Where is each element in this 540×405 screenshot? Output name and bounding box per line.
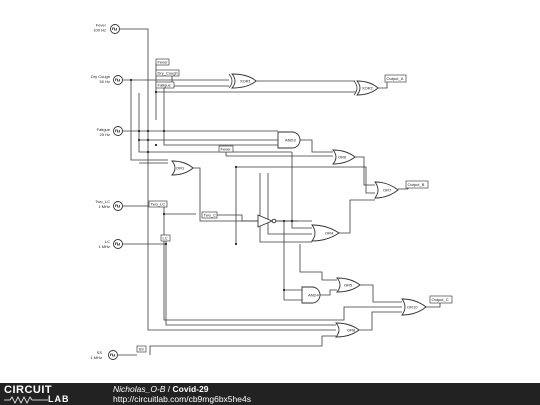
circuit-url-link[interactable]: http://circuitlab.com/cb9mg6bx5he4s	[113, 394, 251, 404]
input-dry-cough-name: Dry Cough	[91, 74, 110, 79]
svg-text:OR5: OR5	[344, 283, 353, 288]
svg-text:XOR1: XOR1	[240, 79, 252, 84]
net-tag-fever-a: Fever	[155, 58, 170, 66]
input-lc[interactable]: LC 1 MHz	[98, 239, 123, 249]
logo-bottom-text: LAB	[48, 394, 70, 404]
net-tag-lc: LC	[160, 234, 171, 242]
output-c[interactable]: Output_C	[429, 295, 453, 304]
input-fatigue-freq: 25 Hz	[100, 132, 110, 137]
input-fever[interactable]: Fever 100 Hz	[93, 23, 120, 34]
gate-xor2[interactable]: XOR2	[353, 80, 379, 96]
wire-junctions	[129, 78, 294, 292]
gate-or8[interactable]: OR8	[335, 322, 360, 338]
gate-or7[interactable]: OR7	[374, 181, 399, 199]
svg-text:LC: LC	[163, 236, 168, 241]
input-dry-cough[interactable]: Dry Cough 50 Hz	[91, 74, 123, 85]
svg-text:Fatigue: Fatigue	[158, 83, 172, 88]
gate-or6[interactable]: OR6	[332, 149, 356, 165]
footer-bar: CIRCUIT LAB Nicholas_O-B / Covid-29 http…	[0, 383, 540, 405]
circuit-title: Covid-29	[172, 384, 209, 394]
title-separator: /	[165, 384, 173, 394]
output-b[interactable]: Output_B	[405, 180, 429, 189]
input-two-lc-freq: 1 MHz	[98, 204, 110, 209]
gate-xor1[interactable]: XOR1	[228, 73, 257, 89]
input-fever-freq: 100 Hz	[93, 28, 106, 33]
input-ss-freq: 1 MHz	[90, 355, 102, 360]
input-lc-name: LC	[105, 239, 110, 244]
wires	[118, 28, 441, 356]
svg-text:Dry_Cough: Dry_Cough	[158, 71, 178, 76]
svg-text:Output_C: Output_C	[432, 297, 449, 302]
logo-wave-icon	[4, 396, 48, 404]
input-ss[interactable]: SS 1 MHz	[90, 350, 118, 360]
svg-text:Output_A: Output_A	[387, 76, 404, 81]
net-tag-ss: SS	[136, 345, 147, 353]
svg-text:XOR2: XOR2	[362, 86, 374, 91]
net-tag-two-lc: Two_LC	[148, 200, 168, 208]
svg-text:SS: SS	[139, 347, 145, 352]
net-tag-fatigue: Fatigue	[155, 81, 175, 89]
circuit-title-line: Nicholas_O-B / Covid-29	[113, 384, 208, 394]
svg-text:OR4: OR4	[325, 231, 334, 236]
gate-and3[interactable]: AND3	[277, 131, 301, 149]
svg-text:OR6: OR6	[338, 155, 347, 160]
logo-top-text: CIRCUIT	[4, 384, 53, 396]
gate-or4[interactable]: OR4	[311, 224, 340, 242]
circuitlab-logo[interactable]: CIRCUIT LAB	[4, 384, 96, 404]
input-dry-cough-freq: 50 Hz	[100, 79, 110, 84]
input-fatigue-name: Fatigue	[97, 127, 111, 132]
svg-text:Fever: Fever	[221, 147, 232, 152]
circuit-schematic: Fever 100 Hz Dry Cough 50 Hz Fatigue 25 …	[90, 23, 453, 360]
svg-text:Two_C: Two_C	[204, 213, 217, 218]
output-a[interactable]: Output_A	[384, 74, 407, 83]
input-fever-name: Fever	[96, 23, 107, 28]
svg-text:OR7: OR7	[383, 188, 392, 193]
gate-or5[interactable]: OR5	[336, 277, 361, 293]
net-tag-fever-b: Fever	[218, 145, 234, 153]
gate-or10[interactable]: OR10	[401, 298, 427, 316]
input-fatigue[interactable]: Fatigue 25 Hz	[97, 126, 123, 138]
input-two-lc[interactable]: Two_LC 1 MHz	[95, 199, 123, 211]
gate-not1[interactable]	[257, 214, 277, 228]
gate-and4[interactable]: AND4	[301, 286, 321, 304]
svg-text:Output_B: Output_B	[408, 182, 425, 187]
svg-text:OR1: OR1	[176, 166, 185, 171]
input-two-lc-name: Two_LC	[95, 199, 110, 204]
author-link[interactable]: Nicholas_O-B	[113, 384, 166, 394]
svg-text:AND4: AND4	[308, 293, 319, 298]
svg-text:OR8: OR8	[347, 328, 356, 333]
net-tag-two-c: Two_C	[201, 211, 218, 219]
svg-text:Two_LC: Two_LC	[151, 202, 166, 207]
svg-text:OR10: OR10	[407, 305, 418, 310]
input-lc-freq: 1 MHz	[98, 244, 110, 249]
net-tag-dry-cough: Dry_Cough	[155, 69, 180, 77]
input-ss-name: SS	[97, 350, 103, 355]
svg-text:Fever: Fever	[158, 60, 169, 65]
svg-text:AND3: AND3	[285, 138, 296, 143]
gate-or1[interactable]: OR1	[171, 160, 194, 176]
